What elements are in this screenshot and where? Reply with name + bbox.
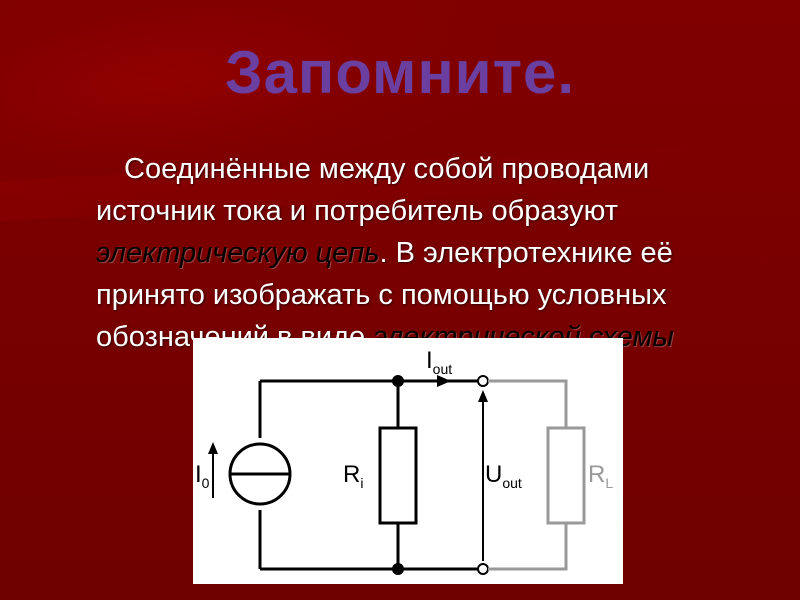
- slide-body-text: Соединённые между собой проводами источн…: [96, 148, 776, 358]
- resistor-ri: [378, 426, 418, 525]
- iout-arrow: [437, 375, 451, 387]
- body-text-part2: . В электротехнике её принято изображать…: [96, 237, 673, 353]
- uout-label: Uout: [485, 461, 522, 491]
- junction-bottom: [392, 563, 404, 575]
- circuit-diagram: I0 Ri Iout Uout RL: [193, 338, 623, 584]
- junction-top: [392, 375, 404, 387]
- terminal-top: [477, 375, 489, 387]
- resistor-rl: [546, 426, 586, 525]
- rl-label: RL: [588, 461, 613, 491]
- current-source-symbol: [208, 442, 292, 506]
- highlight-electric-circuit: электрическую цепь: [96, 237, 380, 269]
- circuit-svg: I0 Ri Iout Uout RL: [195, 347, 613, 575]
- ri-label: Ri: [343, 461, 363, 491]
- slide-title: Запомните.: [225, 39, 575, 106]
- source-label: I0: [195, 461, 210, 491]
- load-wires: [488, 379, 568, 571]
- iout-label: Iout: [426, 347, 452, 377]
- body-text-part1: Соединённые между собой проводами источн…: [96, 153, 650, 227]
- uout-arrow: [478, 390, 488, 402]
- terminal-bottom: [477, 563, 489, 575]
